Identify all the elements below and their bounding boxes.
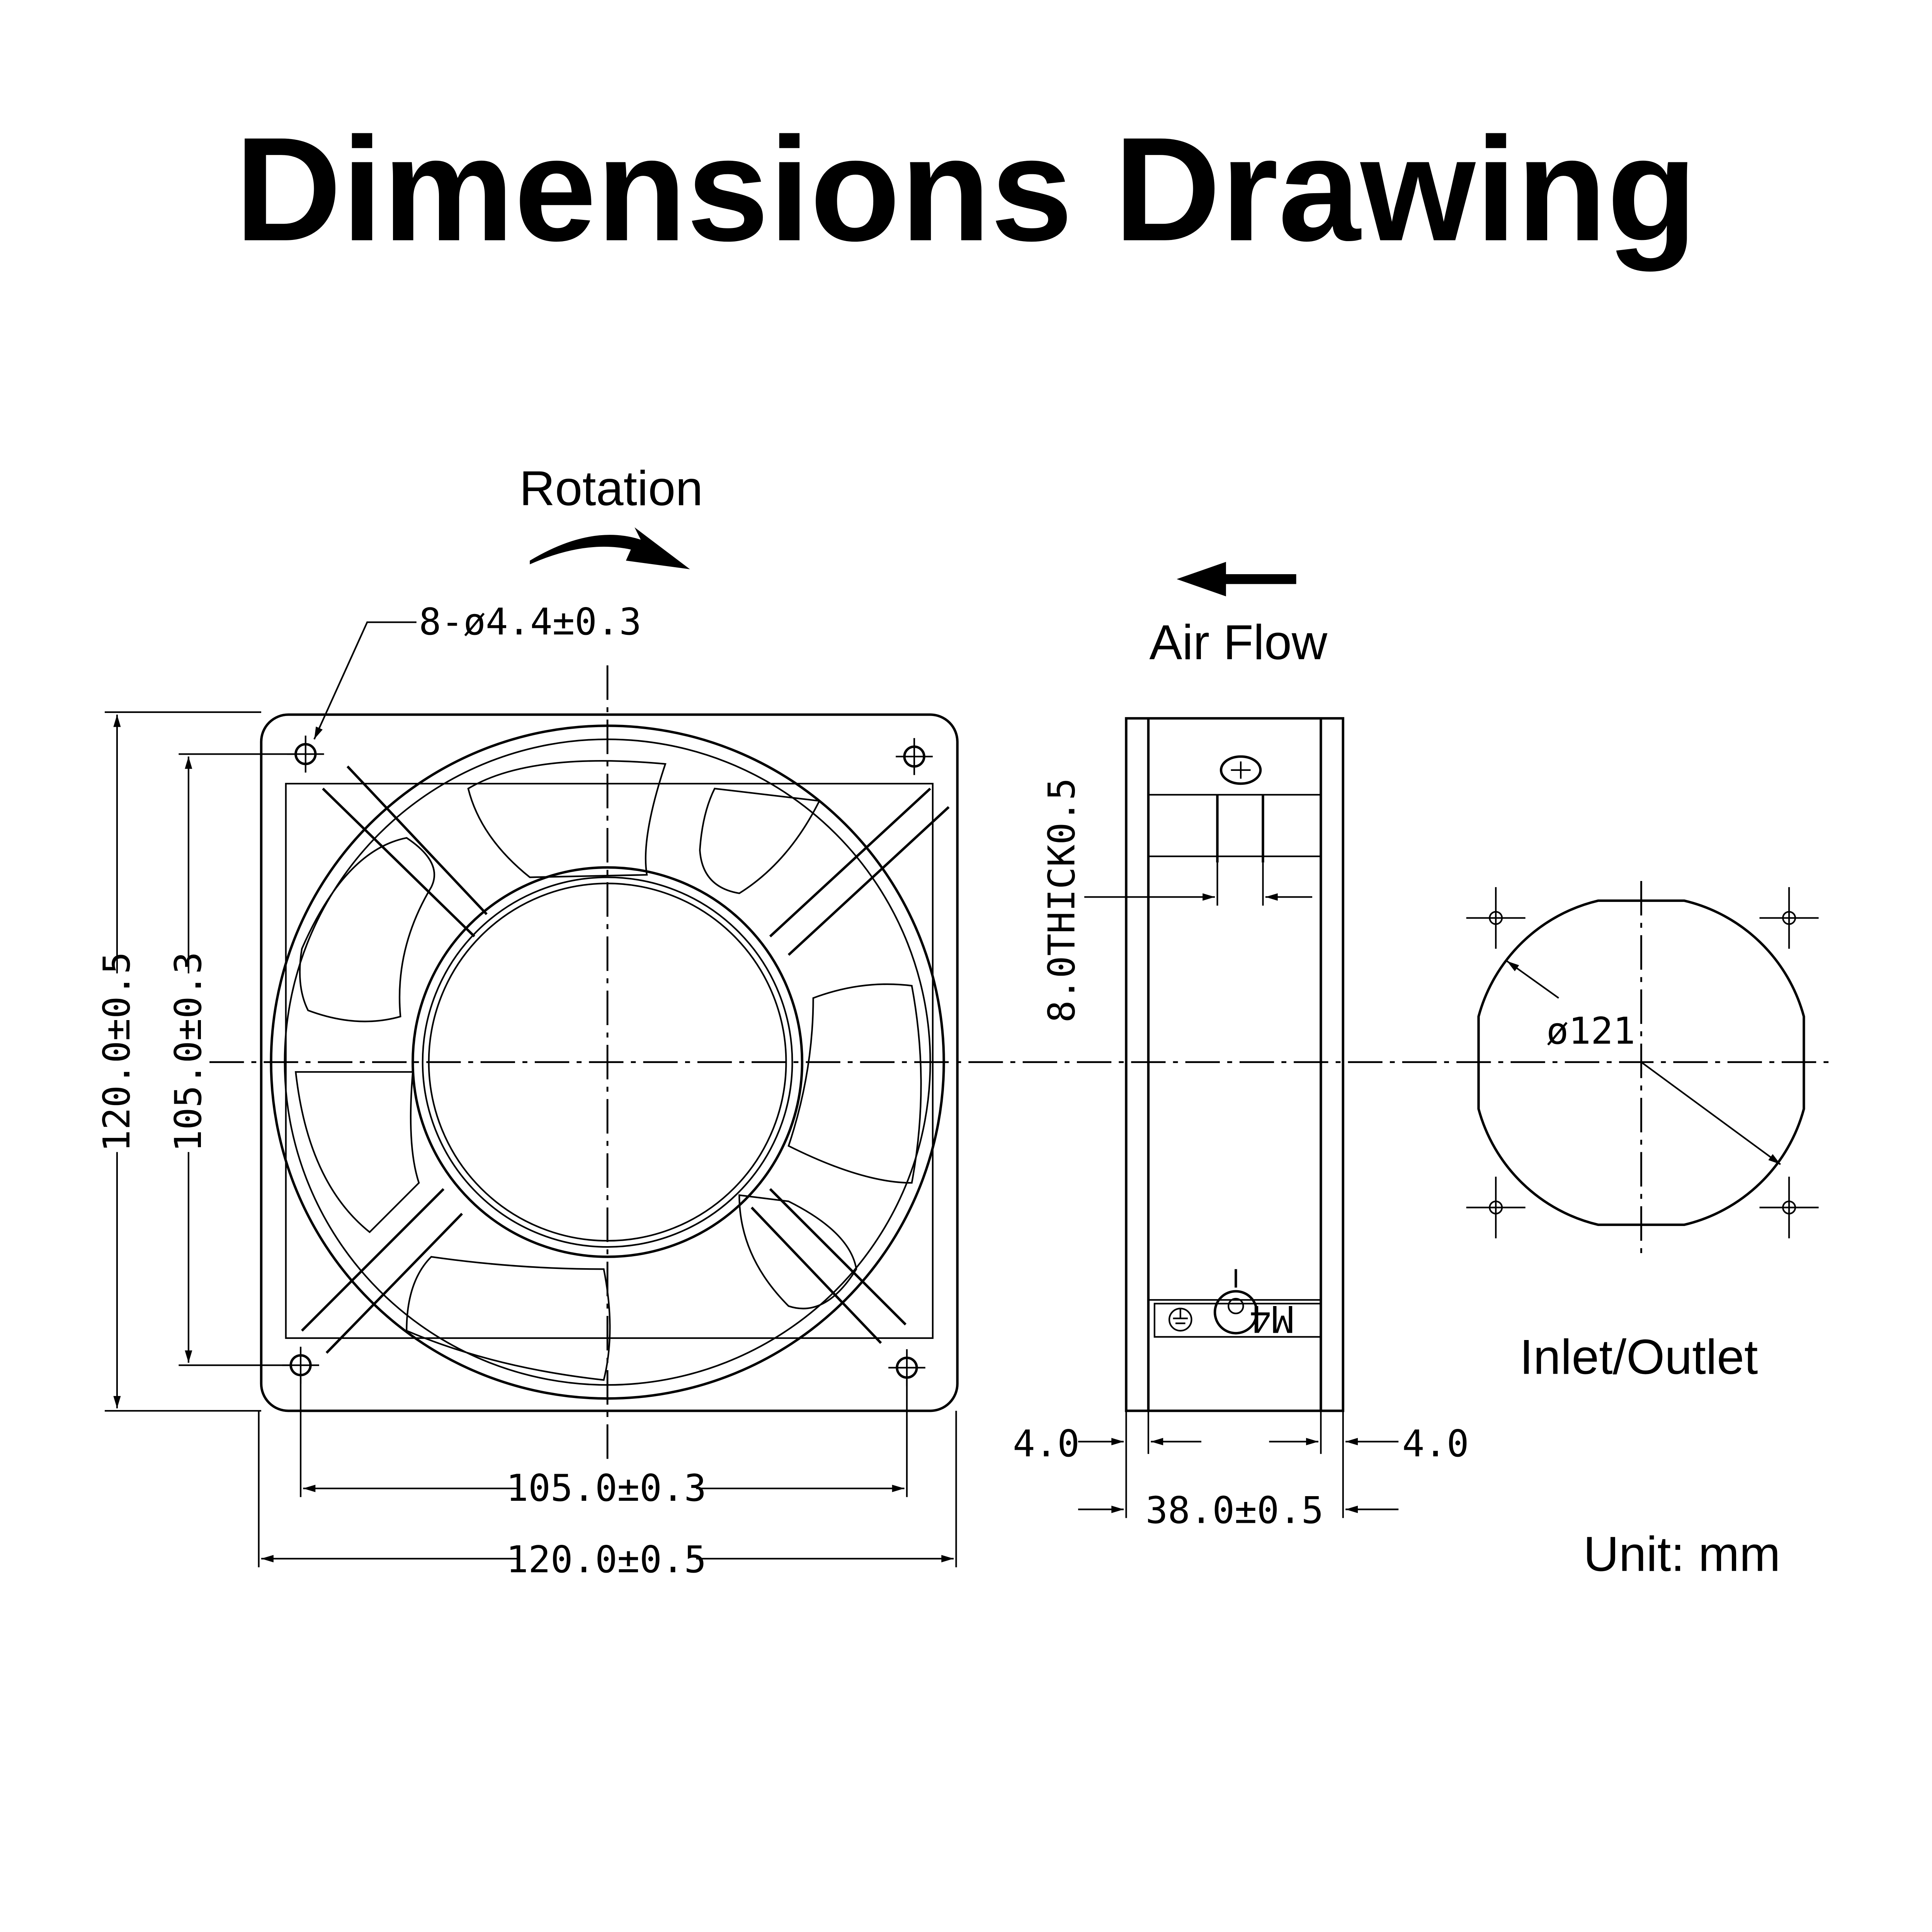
fan-side-view: M4 — [1125, 717, 1344, 1412]
thickness-label: 8.0THICK0.5 — [1040, 778, 1083, 1022]
mount-hole — [1759, 1177, 1819, 1238]
mount-hole — [1466, 1177, 1526, 1238]
mount-hole — [287, 735, 324, 773]
mount-hole — [896, 738, 933, 775]
airflow-label: Air Flow — [1149, 615, 1328, 670]
page-title: Dimensions Drawing — [235, 107, 1697, 273]
depth-dim: 38.0±0.5 — [1146, 1488, 1324, 1532]
front-height-outer: 120.0±0.5 — [95, 952, 138, 1152]
inlet-outlet-view — [1466, 881, 1819, 1257]
front-width-outer: 120.0±0.5 — [506, 1538, 706, 1581]
mount-hole — [1759, 887, 1819, 949]
fan-front-view — [209, 665, 1836, 1460]
flange-right-dim: 4.0 — [1402, 1422, 1469, 1465]
screw-label: M4 — [1249, 1297, 1294, 1340]
screw-head-icon — [1219, 755, 1262, 785]
inlet-outlet-label: Inlet/Outlet — [1520, 1330, 1758, 1384]
ground-terminal-icon — [1153, 1269, 1322, 1338]
hole-spec-label: 8-ø4.4±0.3 — [419, 600, 641, 643]
front-width-holes: 105.0±0.3 — [506, 1466, 706, 1510]
airflow-arrow-icon — [1177, 562, 1296, 597]
diameter-label: ø121 — [1546, 1009, 1635, 1053]
flange-left-dim: 4.0 — [1013, 1422, 1080, 1465]
front-height-holes: 105.0±0.3 — [167, 952, 210, 1152]
rotation-label: Rotation — [519, 461, 703, 516]
rotation-arrow-icon — [530, 527, 690, 570]
unit-label: Unit: mm — [1583, 1527, 1781, 1582]
mount-hole — [1466, 887, 1526, 949]
